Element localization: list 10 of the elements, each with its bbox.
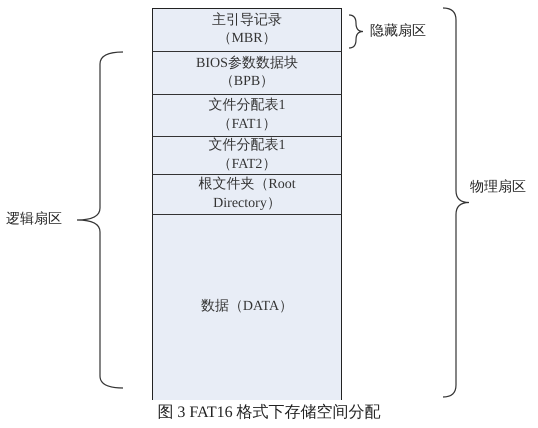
sector-band: 文件分配表1（FAT2） [152, 137, 342, 175]
sector-band: BIOS参数数据块（BPB） [152, 52, 342, 95]
region-label: 逻辑扇区 [6, 210, 62, 228]
sector-band: 主引导记录（MBR） [152, 8, 342, 52]
caption: 图 3 FAT16 格式下存储空间分配 [156, 402, 382, 423]
sector-band: 文件分配表1（FAT1） [152, 95, 342, 137]
region-label: 物理扇区 [470, 178, 526, 196]
sector-band: 根文件夹（Root Directory） [152, 175, 342, 215]
region-label: 隐藏扇区 [370, 22, 426, 40]
sector-band: 数据（DATA） [152, 215, 342, 400]
